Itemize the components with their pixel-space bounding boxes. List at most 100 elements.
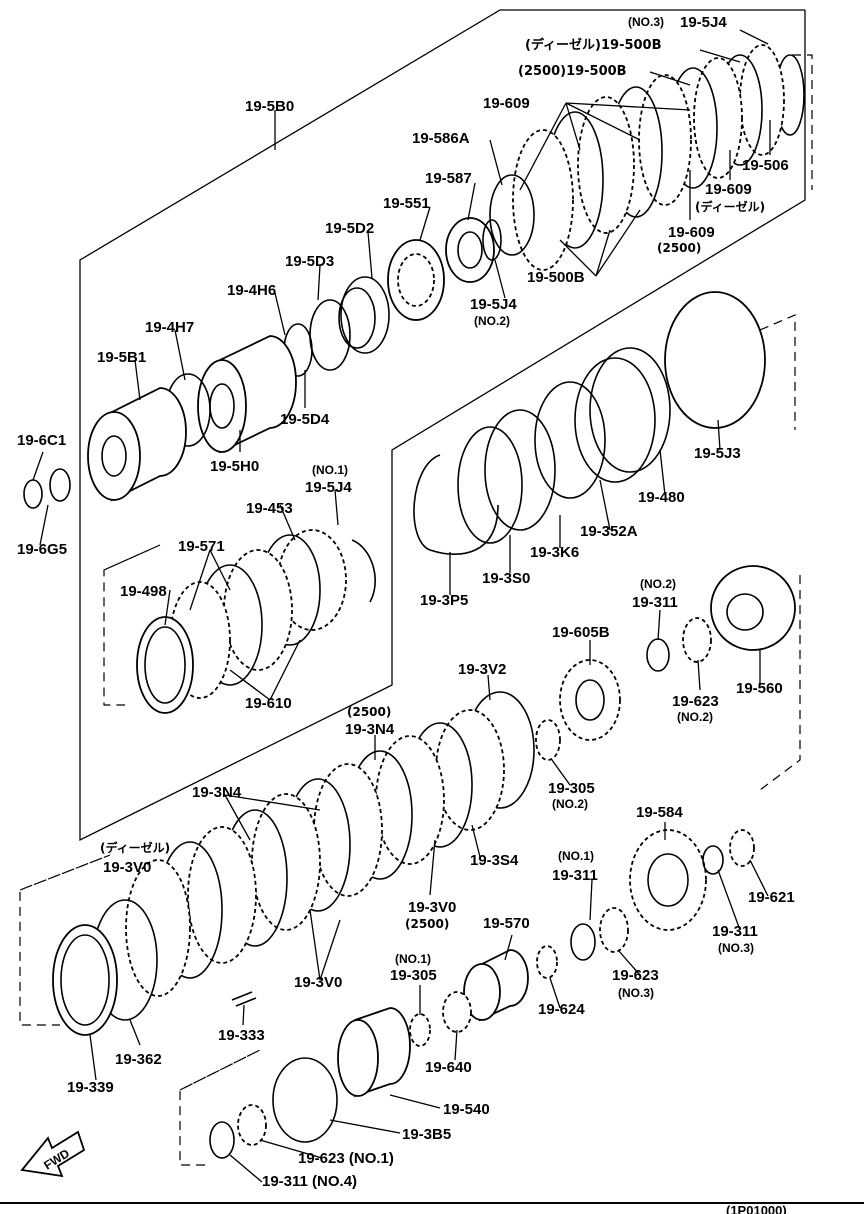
- ring-3s0: [457, 426, 523, 544]
- label-339: 19-339: [67, 1079, 114, 1096]
- bearing-624: [536, 945, 558, 979]
- label-3s4: 19-3S4: [470, 852, 519, 869]
- hub-560: [710, 565, 796, 651]
- label-305-no1-tag: (NO.1): [395, 952, 431, 966]
- label-623-no3-tag: (NO.3): [618, 986, 654, 1000]
- label-640: 19-640: [425, 1059, 472, 1076]
- right-dashed-group-b: [759, 314, 796, 430]
- label-5j4-no2-tag: (NO.2): [474, 314, 510, 328]
- label-498: 19-498: [120, 583, 167, 600]
- label-5j4-no3-tag: (NO.3): [628, 15, 664, 29]
- spring-333: [231, 991, 257, 1007]
- label-5j4-no1-tag: (NO.1): [312, 463, 348, 477]
- bearing-305-no1: [409, 1013, 431, 1047]
- label-570: 19-570: [483, 915, 530, 932]
- label-506: 19-506: [742, 157, 789, 174]
- part-labels: (NO.3) 19-5J4 (ディーゼル)19-500B (2500)19-50…: [17, 14, 795, 1214]
- label-4h7: 19-4H7: [145, 319, 194, 336]
- label-333: 19-333: [218, 1027, 265, 1044]
- label-3v2: 19-3V2: [458, 661, 506, 678]
- label-362: 19-362: [115, 1051, 162, 1068]
- bearing-305-no2: [535, 719, 561, 761]
- label-3v0-b-tag: (2500): [405, 917, 449, 931]
- label-3v0-a: 19-3V0: [103, 859, 151, 876]
- plate-498: [136, 616, 194, 714]
- bearing-623-no3: [599, 907, 629, 953]
- label-3k6: 19-3K6: [530, 544, 579, 561]
- label-311-no2: 19-311: [632, 594, 678, 611]
- label-311-no3-tag: (NO.3): [718, 941, 754, 955]
- label-3s0: 19-3S0: [482, 570, 530, 587]
- washer-311-no3: [702, 845, 724, 875]
- label-311-no1-tag: (NO.1): [558, 849, 594, 863]
- label-609-b-tag: (ディーゼル): [695, 199, 765, 214]
- label-3v0-b: 19-3V0: [408, 899, 456, 916]
- label-305-no2: 19-305: [548, 780, 595, 797]
- label-584: 19-584: [636, 804, 683, 821]
- label-453: 19-453: [246, 500, 293, 517]
- label-3n4-2500-tag: (2500): [347, 705, 391, 719]
- label-352a: 19-352A: [580, 523, 638, 540]
- mid-dashed-group: [103, 544, 161, 706]
- plate-3s4: [435, 709, 505, 831]
- left-dashed-group: [19, 854, 111, 1026]
- label-500b-diesel: (ディーゼル)19-500B: [525, 37, 662, 53]
- label-587: 19-587: [425, 170, 472, 187]
- right-dashed-group-c: [759, 575, 801, 791]
- label-311-no2-tag: (NO.2): [640, 577, 676, 591]
- label-311-no1: 19-311: [552, 867, 598, 884]
- label-3v0-diesel-tag: (ディーゼル): [100, 840, 170, 855]
- label-311-no4: 19-311 (NO.4): [262, 1173, 357, 1190]
- bottom-dashed-group: [179, 1049, 261, 1166]
- label-3n4-a: 19-3N4: [345, 721, 395, 738]
- label-623-no2: 19-623: [672, 693, 719, 710]
- right-dashed-group-a: [792, 54, 813, 190]
- snap-ring-5j4-no2: [482, 219, 502, 261]
- label-609-b: 19-609: [705, 181, 752, 198]
- label-551: 19-551: [383, 195, 430, 212]
- bearing-623-no2: [682, 617, 712, 663]
- ring-3p5: [413, 454, 499, 556]
- leader-lines: [32, 29, 771, 1183]
- drum-584: [629, 829, 707, 931]
- hub-5j3: [664, 291, 766, 429]
- label-609-a: 19-609: [483, 95, 530, 112]
- ring-352a: [534, 381, 606, 499]
- label-5b1: 19-5B1: [97, 349, 146, 366]
- label-305-no2-tag: (NO.2): [552, 797, 588, 811]
- upper-clutch-plates: [283, 44, 805, 377]
- washer-311-no1: [570, 923, 596, 961]
- snap-ring-5j4-no1: [351, 539, 376, 603]
- label-5j4-top: 19-5J4: [680, 14, 727, 31]
- label-571: 19-571: [178, 538, 225, 555]
- label-5j4-no2: 19-5J4: [470, 296, 517, 313]
- ring-3k6: [484, 409, 556, 531]
- label-623-no1: 19-623 (NO.1): [298, 1150, 394, 1167]
- middle-right-assembly: [413, 291, 766, 556]
- washer-311-no4: [209, 1121, 235, 1159]
- label-5d2: 19-5D2: [325, 220, 374, 237]
- middle-clutch-plates: [136, 529, 376, 714]
- label-3b5: 19-3B5: [402, 1126, 451, 1143]
- label-623-no2-tag: (NO.2): [677, 710, 713, 724]
- label-623-no3: 19-623: [612, 967, 659, 984]
- label-305-no1: 19-305: [390, 967, 437, 984]
- label-5h0: 19-5H0: [210, 458, 259, 475]
- gear-640: [442, 991, 472, 1033]
- label-605b: 19-605B: [552, 624, 610, 641]
- label-500b-c: 19-500B: [527, 269, 585, 286]
- label-5j3: 19-5J3: [694, 445, 741, 462]
- label-3n4-b: 19-3N4: [192, 784, 242, 801]
- piston-587: [445, 217, 495, 283]
- lower-clutch-plates: [52, 691, 535, 1036]
- label-610: 19-610: [245, 695, 292, 712]
- label-560: 19-560: [736, 680, 783, 697]
- snap-ring-3b5: [272, 1057, 338, 1143]
- upper-group-frame: [79, 9, 806, 842]
- label-4h6: 19-4H6: [227, 282, 276, 299]
- label-5d4: 19-5D4: [280, 411, 330, 428]
- label-6g5: 19-6G5: [17, 541, 67, 558]
- label-480: 19-480: [638, 489, 685, 506]
- label-3p5: 19-3P5: [420, 592, 468, 609]
- label-500b-2500: (2500)19-500B: [518, 64, 627, 79]
